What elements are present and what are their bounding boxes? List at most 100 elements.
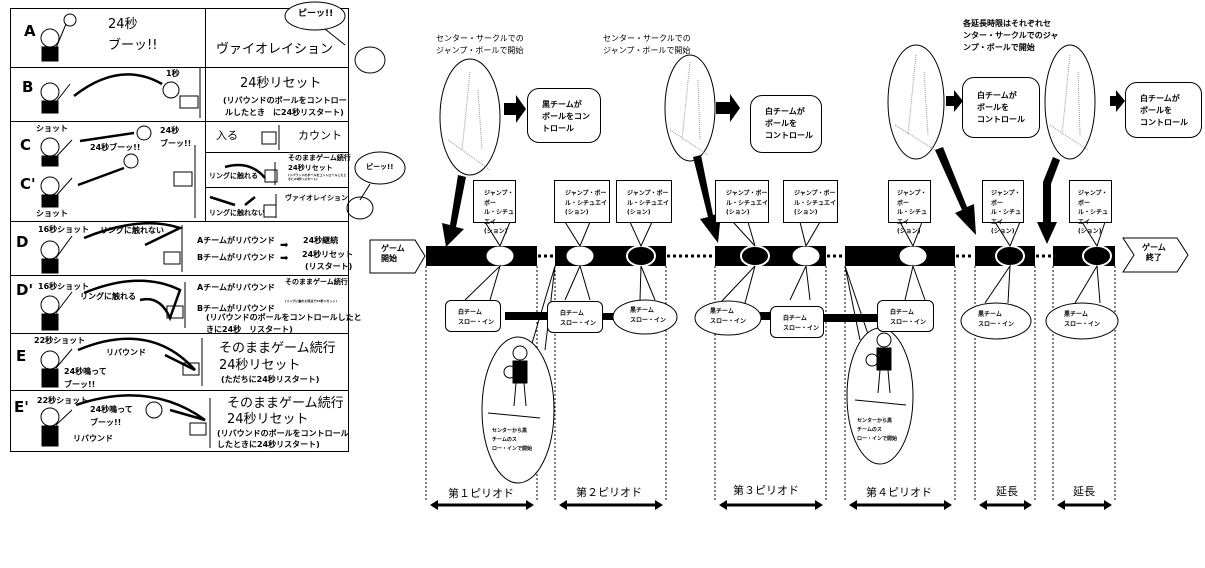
label: ヴァイオレイション (216, 42, 334, 57)
jump-ball-situation-box: ジャンプ・ボール・シチュエイ(ション) (616, 180, 672, 223)
label: (リバウンドのボールをコントロー (223, 96, 347, 105)
label: (リバウンドのボールをコントロールしたときに24秒リスタート) (288, 173, 347, 181)
label: カウント (298, 129, 342, 142)
label: 24秒ブーッ!! (90, 143, 141, 152)
basketball-icon (162, 81, 180, 99)
label: Aチームがリバウンド (197, 236, 275, 245)
label: ブーッ!! (90, 418, 122, 427)
caption: センター・サークルでのジャンプ・ボールで開始 (603, 34, 691, 55)
label: そのままゲーム続行 (288, 154, 351, 162)
throw-in-white: 白チームスロー・イン (445, 300, 501, 332)
possession-oval-white (899, 246, 927, 266)
row-divider (205, 152, 349, 153)
label: (リバウンドのボールをコントロール (217, 429, 349, 438)
label: ヴァイオレイション (285, 194, 348, 202)
player-note: センターから黒チームのスロー・インで開始 (857, 418, 898, 442)
thick-arrows (442, 90, 1125, 322)
jump-ball-situation-box: ジャンプ・ボール・シチュエイ(ション) (715, 180, 769, 223)
period-label-3: 第３ピリオド (733, 484, 799, 497)
shooter-figure (40, 291, 73, 331)
hoop-icon (182, 338, 203, 386)
period-label-1: 第１ピリオド (448, 487, 514, 500)
label: 24秒リセット (288, 164, 333, 172)
jump-ball-situation-box: ジャンプ・ボール・シチュエイ(ション) (1069, 180, 1112, 235)
arrow-right-icon: ➡ (280, 253, 289, 264)
row-divider (10, 390, 349, 391)
label: 1秒 (166, 69, 180, 78)
player-illustration (481, 336, 555, 484)
label: (リングに触れた時点で24秒リセット) (285, 299, 337, 303)
label: 16秒ショット (38, 282, 90, 291)
row-divider (10, 333, 349, 334)
basketball-icon (63, 13, 77, 27)
basketball-icon (145, 401, 163, 419)
shooter-figure (40, 82, 71, 114)
column-divider (205, 8, 206, 221)
possession-oval-black (626, 245, 656, 267)
label: リングに触れる (209, 172, 258, 180)
control-box: 白チームがボールをコントロール (750, 95, 822, 153)
whistle-icon (354, 46, 386, 74)
label: ブーッ!! (108, 38, 158, 53)
label: 24秒 (108, 17, 138, 32)
possession-oval-white (792, 246, 820, 266)
shooter-figure (40, 23, 67, 62)
label: ブーッ!! (160, 139, 192, 148)
throw-in-black: 黒チームスロー・イン (1064, 311, 1101, 328)
label: Bチームがリバウンド (197, 304, 275, 313)
label: リングに触れない (100, 226, 164, 235)
hoop-icon (264, 162, 278, 185)
label: そのままゲーム続行 (285, 278, 348, 286)
speech-bubble (354, 151, 406, 185)
jump-ball-situation-box: ジャンプ・ボール・シチュエイ(ション) (982, 180, 1024, 235)
row-divider (10, 67, 349, 68)
possession-oval-white (486, 246, 514, 266)
throw-in-black: 黒チームスロー・イン (710, 308, 747, 325)
label: リングに触れない (209, 209, 265, 217)
row-letter: D' (16, 281, 34, 299)
row-divider (205, 187, 349, 188)
throw-in-white: 白チームスロー・イン (770, 306, 824, 338)
jump-ball-illustration (1044, 44, 1096, 160)
hoop-icon (263, 194, 277, 218)
shooter-figure (40, 235, 73, 274)
possession-oval-black (740, 245, 770, 267)
hoop-icon (189, 398, 211, 448)
label: リバウンド (73, 434, 113, 443)
speech-bubble (284, 1, 346, 31)
shooter-figure (40, 407, 73, 447)
jump-ball-situation-box: ジャンプ・ボール・シチュエイ(ション) (783, 180, 838, 223)
hoop-icon (179, 68, 201, 118)
jump-ball-situation-box: ジャンプ・ボール・シチュエイ(ション) (888, 180, 931, 235)
throw-in-white: 白チームスロー・イン (547, 301, 603, 333)
jump-ball-situation-box: ジャンプ・ボール・シチュエイ(ション) (473, 180, 516, 235)
label: 24秒リセット (302, 250, 354, 259)
label: ショット (36, 124, 68, 133)
whistle-text: ピーッ!! (298, 9, 334, 19)
throw-in-oval (694, 300, 762, 336)
jump-ball-illustration (439, 58, 501, 176)
label: 24秒リセット (219, 358, 301, 373)
row-letter: B (22, 78, 34, 96)
whistle-text: ピーッ!! (366, 163, 394, 171)
overtime-label-1: 延長 (996, 485, 1018, 498)
label: 24秒リセット (240, 76, 322, 91)
label: そのままゲーム続行 (219, 341, 336, 356)
jump-ball-situation-box: ジャンプ・ボール・シチュエイ(ション) (554, 180, 610, 223)
row-letter: D (16, 233, 29, 251)
overtime-label-2: 延長 (1073, 485, 1095, 498)
control-box: 黒チームがボールをコントロール (527, 88, 601, 143)
game-start-label: ゲーム開始 (381, 244, 405, 263)
row-letter: C (20, 136, 32, 154)
jump-ball-illustration (887, 44, 945, 160)
label: Bチームがリバウンド (197, 253, 275, 262)
hoop-icon (261, 125, 280, 150)
period-label-4: 第４ピリオド (866, 486, 932, 499)
possession-oval-black (1082, 245, 1112, 267)
game-end-shape (1122, 237, 1189, 273)
throw-in-oval (1045, 302, 1119, 340)
game-start-shape (369, 239, 426, 274)
label: きに24秒 リスタート) (206, 325, 293, 334)
